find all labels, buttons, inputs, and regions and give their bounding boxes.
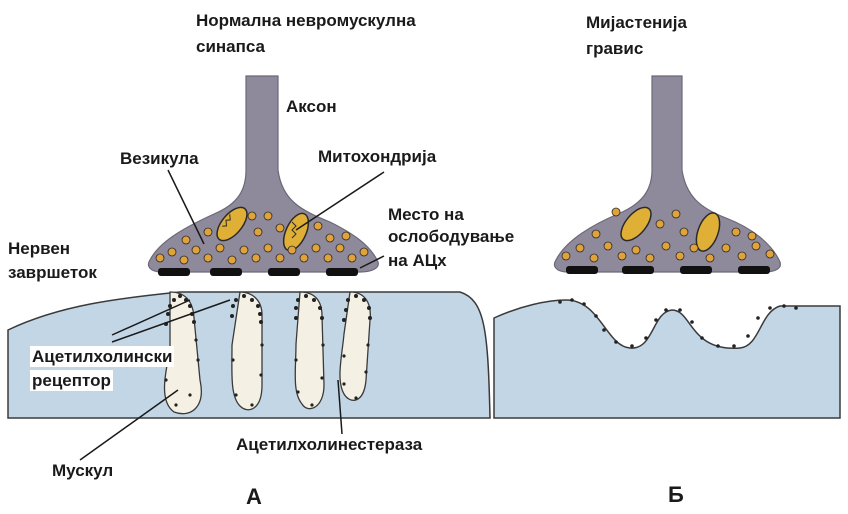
label-terminal-line2: завршеток [8,262,97,283]
label-axon: Аксон [286,96,337,117]
panel-b [494,76,840,418]
panel-a-title-line2: синапса [196,36,265,57]
label-receptor-line2: рецептор [30,370,113,391]
label-release-line2: ослободување [388,226,514,247]
muscle-b [494,300,840,418]
panel-a-title-line1: Нормална невромускулна [196,10,416,31]
leader-mito [296,172,384,230]
panel-b-title-line1: Мијастенија [586,12,687,33]
label-release-line1: Место на [388,204,464,225]
label-esterase: Ацетилхолинестераза [236,434,422,455]
label-terminal-line1: Нервен [8,238,70,259]
panel-b-title-line2: гравис [586,38,643,59]
label-mitochondria: Митохондрија [318,146,436,167]
panel-a-letter: А [246,486,262,507]
label-muscle: Мускул [52,460,113,481]
label-vesicle: Везикула [120,148,199,169]
label-receptor-line1: Ацетилхолински [30,346,174,367]
panel-b-letter: Б [668,484,684,505]
label-release-line3: на АЦх [388,250,447,271]
